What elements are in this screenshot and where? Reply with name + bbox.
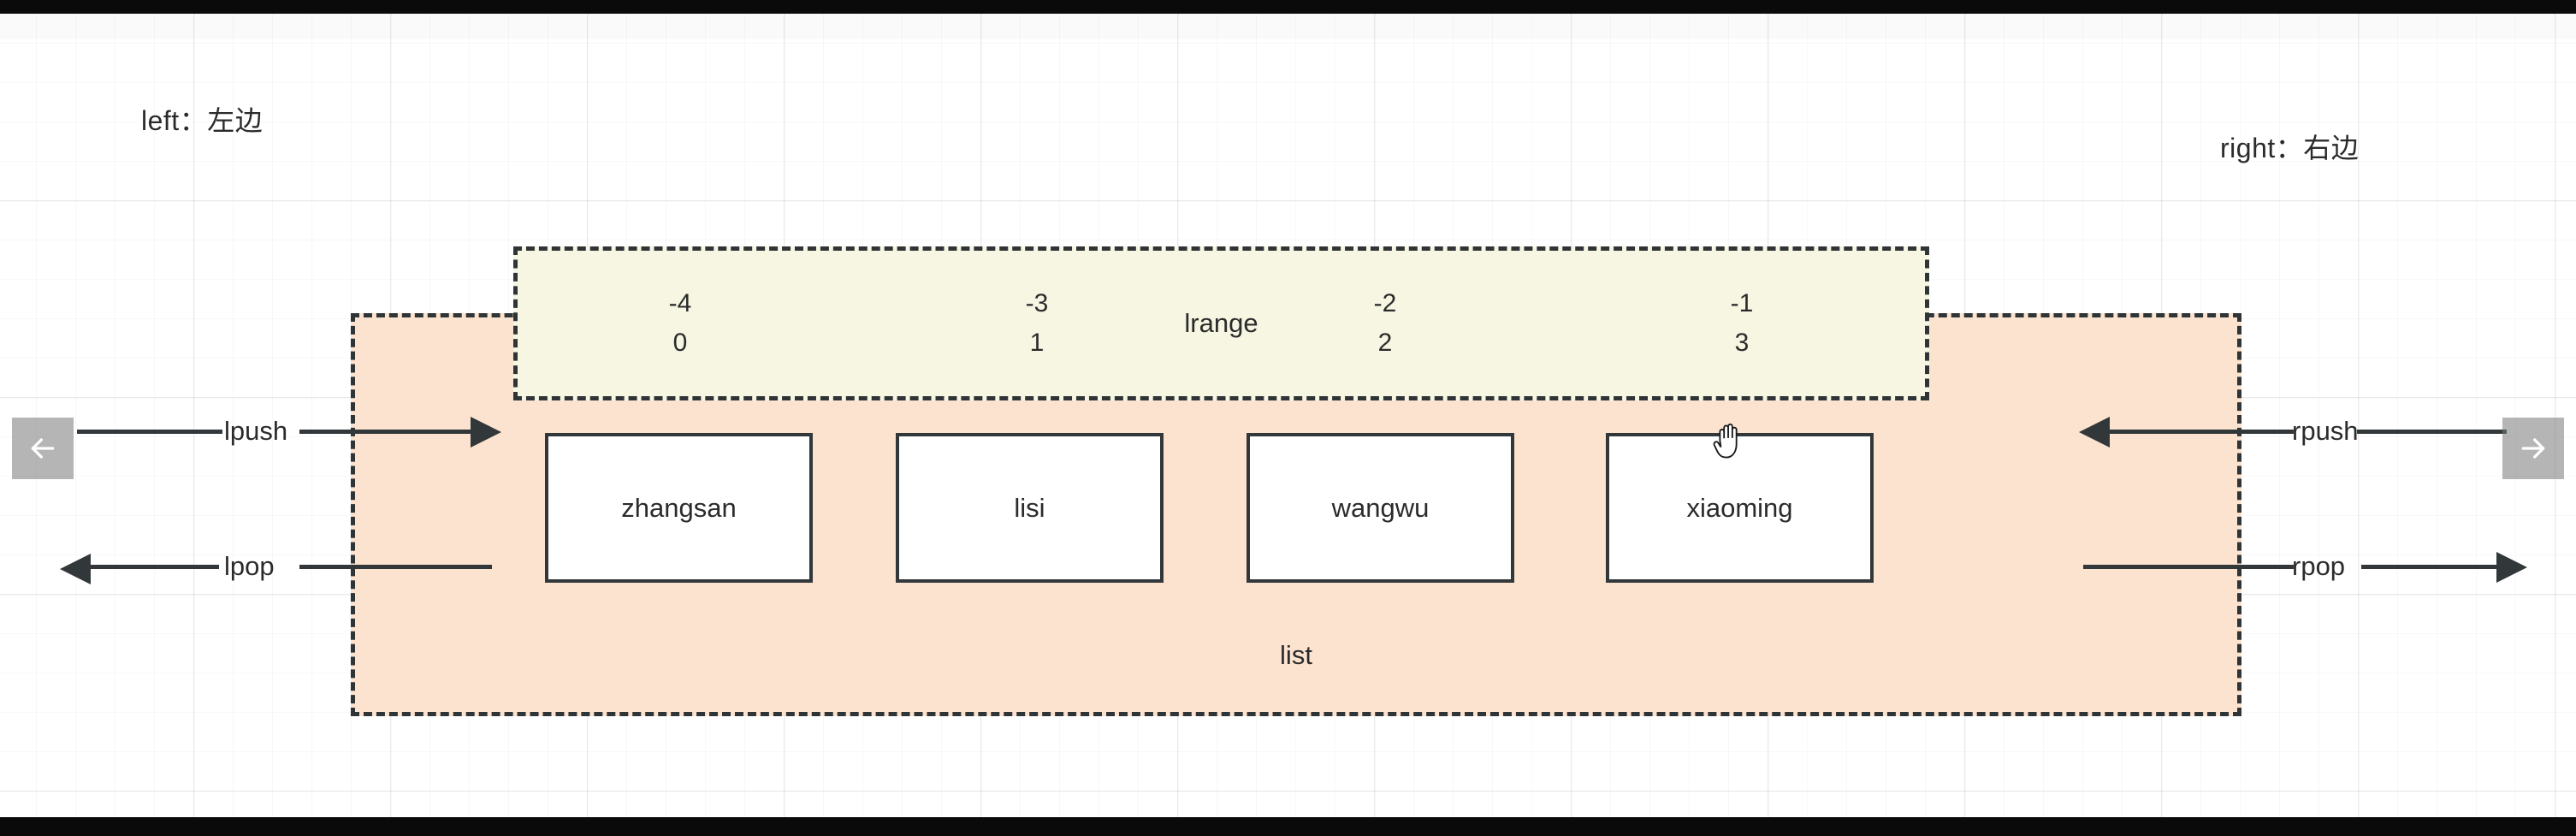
lpush-arrow-head-icon — [471, 417, 501, 448]
lpush-arrow-shaft — [299, 430, 471, 434]
list-item[interactable]: zhangsan — [545, 433, 813, 583]
arrow-right-icon — [2521, 438, 2545, 459]
lpush-label: lpush — [224, 416, 288, 446]
lpop-arrow-shaft-inner — [299, 565, 492, 569]
index-column: -2 2 — [1334, 251, 1436, 396]
list-item-value: zhangsan — [621, 492, 737, 523]
list-item[interactable]: lisi — [896, 433, 1164, 583]
next-page-button[interactable] — [2502, 418, 2564, 479]
arrow-left-icon — [31, 438, 55, 459]
right-side-label: right：右边 — [2220, 133, 2360, 163]
negative-index: -2 — [1373, 289, 1397, 317]
list-item-value: xiaoming — [1686, 492, 1793, 523]
lpop-arrow-head-icon — [60, 554, 91, 584]
index-column: -1 3 — [1691, 251, 1793, 396]
negative-index: -4 — [668, 289, 692, 317]
positive-index: 3 — [1734, 329, 1750, 357]
rpush-arrow-shaft-outer — [2357, 430, 2507, 434]
index-column: -3 1 — [986, 251, 1088, 396]
rpop-arrow-shaft-inner — [2083, 565, 2294, 569]
left-side-label: left：左边 — [141, 105, 264, 136]
prev-page-button[interactable] — [12, 418, 74, 479]
index-column: -4 0 — [629, 251, 731, 396]
positive-index: 2 — [1377, 329, 1393, 357]
negative-index: -3 — [1025, 289, 1049, 317]
positive-index: 0 — [672, 329, 688, 357]
rpop-label: rpop — [2292, 551, 2346, 581]
rpop-arrow-shaft-outer — [2361, 565, 2496, 569]
rpush-arrow-head-icon — [2079, 417, 2110, 448]
list-item[interactable]: xiaoming — [1606, 433, 1874, 583]
list-item-value: wangwu — [1331, 492, 1430, 523]
lpush-arrow-tail — [77, 430, 222, 434]
lrange-container[interactable]: lrange -4 0 -3 1 -2 2 -1 3 — [513, 246, 1929, 400]
window-chrome-bottom — [0, 817, 2576, 836]
diagram-canvas[interactable]: left：左边 right：右边 list zhangsan lisi wang… — [0, 14, 2576, 817]
rpush-label: rpush — [2292, 416, 2359, 446]
positive-index: 1 — [1029, 329, 1045, 357]
list-container-label: list — [1280, 640, 1312, 670]
negative-index: -1 — [1730, 289, 1754, 317]
lpop-arrow-shaft-outer — [91, 565, 219, 569]
lpop-label: lpop — [224, 551, 275, 581]
window-chrome-top — [0, 0, 2576, 14]
rpop-arrow-head-icon — [2496, 552, 2527, 583]
rpush-arrow-shaft-inner — [2110, 430, 2294, 434]
list-item-value: lisi — [1014, 492, 1045, 523]
canvas-top-shadow — [0, 14, 2576, 39]
list-item[interactable]: wangwu — [1247, 433, 1514, 583]
